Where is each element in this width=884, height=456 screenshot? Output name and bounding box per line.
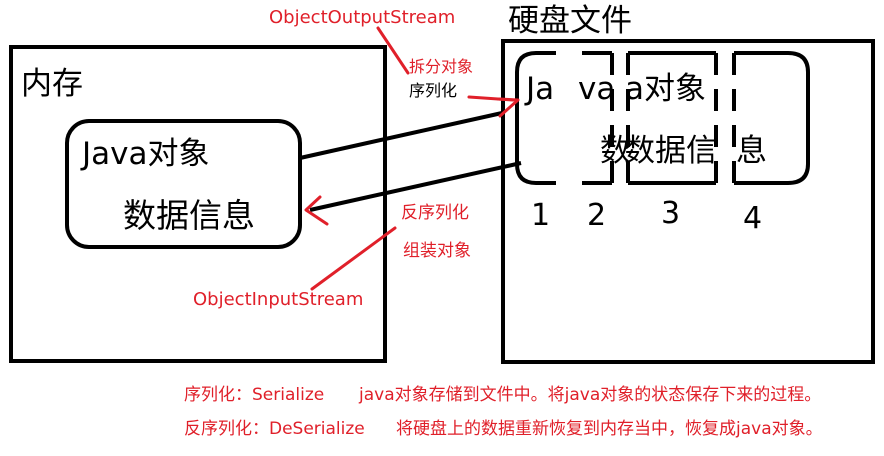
disk-line2-part3: 息 <box>736 133 767 169</box>
serialize-pointer <box>467 95 515 102</box>
memory-object-line1: Java对象 <box>82 136 210 172</box>
deserialize-arrowhead <box>304 195 329 226</box>
note-deserialize-desc: 将硬盘上的数据重新恢复到内存当中，恢复成java对象。 <box>396 419 823 439</box>
note-serialize-term: 序列化：Serialize <box>184 385 325 405</box>
output-stream-pointer <box>376 26 410 75</box>
memory-object-box <box>65 119 302 249</box>
disk-object-segments <box>515 51 810 185</box>
disk-segment-number-1: 1 <box>531 198 551 233</box>
disk-line2-part1: 数 <box>600 133 631 169</box>
memory-title: 内存 <box>21 66 83 102</box>
disk-segment-number-2: 2 <box>587 198 607 233</box>
disk-segment-number-4: 4 <box>743 201 763 236</box>
red-annotations <box>304 26 520 291</box>
memory-object-line2: 数据信息 <box>123 196 255 235</box>
disk-segment-4 <box>734 51 810 185</box>
disk-title: 硬盘文件 <box>508 3 632 39</box>
note-deserialize-term: 反序列化：DeSerialize <box>184 419 365 439</box>
deserialize-step2-label: 组装对象 <box>403 241 471 261</box>
disk-line2-part2: 数据信 <box>624 133 717 169</box>
serialize-step2-label: 序列化 <box>409 81 458 100</box>
disk-line1-part2: va <box>578 71 616 107</box>
deserialize-step1-label: 反序列化 <box>401 203 469 223</box>
disk-segment-1 <box>515 51 546 185</box>
input-stream-label: ObjectInputStream <box>193 289 364 310</box>
disk-line1-part1: Ja <box>526 71 555 107</box>
disk-segment-number-3: 3 <box>661 196 681 231</box>
serialize-step1-label: 拆分对象 <box>409 57 474 76</box>
note-serialize-desc: java对象存储到文件中。将java对象的状态保存下来的过程。 <box>359 385 822 405</box>
input-stream-pointer <box>310 226 397 291</box>
disk-box <box>501 39 875 364</box>
deserialize-arrow-line <box>309 161 522 212</box>
serialize-arrow-line <box>299 111 503 160</box>
disk-line1-part3: a对象 <box>625 71 706 107</box>
memory-box <box>9 45 387 363</box>
output-stream-label: ObjectOutputStream <box>269 7 456 28</box>
